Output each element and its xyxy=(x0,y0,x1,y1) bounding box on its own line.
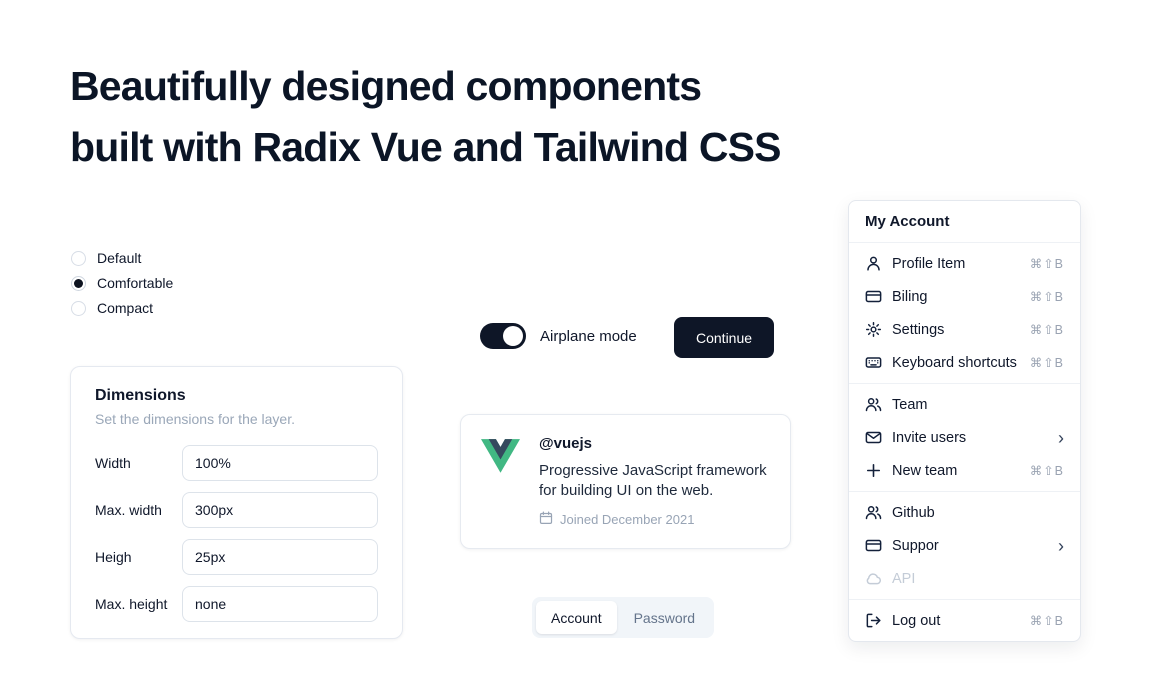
tab-account[interactable]: Account xyxy=(536,601,617,634)
radio-icon[interactable] xyxy=(71,300,86,316)
menu-item-invite-users[interactable]: Invite users › xyxy=(849,421,1080,454)
vuejs-joined-row: Joined December 2021 xyxy=(539,511,777,528)
support-icon xyxy=(865,537,882,554)
dimensions-subtitle: Set the dimensions for the layer. xyxy=(95,411,295,427)
menu-item-api: API xyxy=(849,562,1080,595)
menu-item-keyboard-shortcuts[interactable]: Keyboard shortcuts ⌘⇧B xyxy=(849,346,1080,379)
menu-divider xyxy=(849,383,1080,384)
menu-item-shortcut: ⌘⇧B xyxy=(1029,356,1064,370)
radio-label: Comfortable xyxy=(97,275,174,291)
menu-item-label: New team xyxy=(892,462,958,479)
menu-item-shortcut: ⌘⇧B xyxy=(1029,464,1064,478)
tab-password[interactable]: Password xyxy=(619,601,710,634)
menu-item-label: Team xyxy=(892,396,928,413)
max-height-label: Max. height xyxy=(95,596,168,612)
radio-option-comfortable[interactable]: Comfortable xyxy=(71,275,173,291)
vuejs-logo-icon xyxy=(481,439,520,473)
radio-icon[interactable] xyxy=(71,250,86,266)
chevron-right-icon: › xyxy=(1058,535,1064,556)
menu-group-profile: Profile Item ⌘⇧B Biling ⌘⇧B xyxy=(849,243,1080,383)
max-width-label: Max. width xyxy=(95,502,162,518)
dimension-row-width: Width xyxy=(95,445,378,481)
height-input[interactable] xyxy=(182,539,378,575)
github-icon xyxy=(865,504,882,521)
cloud-icon xyxy=(865,570,882,587)
density-radio-group: Default Comfortable Compact xyxy=(71,250,173,316)
menu-group-team: Team Invite users › New team ⌘⇧B xyxy=(849,384,1080,491)
menu-item-new-team[interactable]: New team ⌘⇧B xyxy=(849,454,1080,487)
invite-users-icon xyxy=(865,429,882,446)
menu-item-support[interactable]: Suppor › xyxy=(849,529,1080,562)
continue-button[interactable]: Continue xyxy=(674,317,775,358)
menu-item-label: Keyboard shortcuts xyxy=(892,354,1017,371)
my-account-menu: My Account Profile Item ⌘⇧B Biling xyxy=(848,200,1081,642)
menu-item-label: Log out xyxy=(892,612,941,629)
menu-item-team[interactable]: Team xyxy=(849,388,1080,421)
airplane-mode-row: Airplane mode xyxy=(480,323,637,349)
gear-icon xyxy=(865,321,882,338)
menu-item-log-out[interactable]: Log out ⌘⇧B xyxy=(849,604,1080,637)
menu-item-label: Github xyxy=(892,504,935,521)
menu-group-logout: Log out ⌘⇧B xyxy=(849,600,1080,641)
plus-icon xyxy=(865,462,882,479)
width-label: Width xyxy=(95,455,131,471)
radio-selected-icon[interactable] xyxy=(71,275,86,291)
dimension-row-max-width: Max. width xyxy=(95,492,378,528)
menu-group-support: Github Suppor › API xyxy=(849,492,1080,599)
radio-label: Default xyxy=(97,250,142,266)
airplane-mode-switch[interactable] xyxy=(480,323,526,349)
menu-item-profile[interactable]: Profile Item ⌘⇧B xyxy=(849,247,1080,280)
user-icon xyxy=(865,255,882,272)
vuejs-card-body: @vuejs Progressive JavaScript framework … xyxy=(539,435,777,528)
menu-item-github[interactable]: Github xyxy=(849,496,1080,529)
dimensions-card: Dimensions Set the dimensions for the la… xyxy=(70,366,403,639)
menu-item-shortcut: ⌘⇧B xyxy=(1029,290,1064,304)
height-label: Heigh xyxy=(95,549,132,565)
dimension-row-height: Heigh xyxy=(95,539,378,575)
keyboard-icon xyxy=(865,354,882,371)
menu-item-shortcut: ⌘⇧B xyxy=(1029,614,1064,628)
menu-item-label: Biling xyxy=(892,288,928,305)
airplane-mode-label: Airplane mode xyxy=(540,327,637,345)
page-title: Beautifully designed components built wi… xyxy=(70,56,782,178)
menu-item-shortcut: ⌘⇧B xyxy=(1029,257,1064,271)
account-password-tabs: Account Password xyxy=(532,597,715,638)
switch-knob xyxy=(503,326,523,346)
menu-item-shortcut: ⌘⇧B xyxy=(1029,323,1064,337)
menu-divider xyxy=(849,599,1080,600)
credit-card-icon xyxy=(865,288,882,305)
page-title-line1: Beautifully designed components xyxy=(70,63,702,109)
menu-item-label: Profile Item xyxy=(892,255,966,272)
calendar-icon xyxy=(539,511,553,528)
width-input[interactable] xyxy=(182,445,378,481)
vuejs-hover-card: @vuejs Progressive JavaScript framework … xyxy=(460,414,791,549)
log-out-icon xyxy=(865,612,882,629)
vuejs-handle: @vuejs xyxy=(539,435,592,452)
chevron-right-icon: › xyxy=(1058,427,1064,448)
radio-option-compact[interactable]: Compact xyxy=(71,300,173,316)
page-title-line2: built with Radix Vue and Tailwind CSS xyxy=(70,124,782,170)
menu-item-label: Settings xyxy=(892,321,945,338)
menu-item-label: Invite users xyxy=(892,429,967,446)
max-height-input[interactable] xyxy=(182,586,378,622)
radio-option-default[interactable]: Default xyxy=(71,250,173,266)
dimension-row-max-height: Max. height xyxy=(95,586,378,622)
menu-title: My Account xyxy=(849,201,1080,243)
max-width-input[interactable] xyxy=(182,492,378,528)
menu-item-label: Suppor xyxy=(892,537,939,554)
menu-item-settings[interactable]: Settings ⌘⇧B xyxy=(849,313,1080,346)
menu-item-label: API xyxy=(892,570,916,587)
vuejs-description: Progressive JavaScript framework for bui… xyxy=(539,462,767,500)
vuejs-joined-text: Joined December 2021 xyxy=(560,511,695,527)
menu-divider xyxy=(849,491,1080,492)
dimensions-title: Dimensions xyxy=(95,387,186,404)
users-icon xyxy=(865,396,882,413)
menu-item-billing[interactable]: Biling ⌘⇧B xyxy=(849,280,1080,313)
radio-label: Compact xyxy=(97,300,154,316)
